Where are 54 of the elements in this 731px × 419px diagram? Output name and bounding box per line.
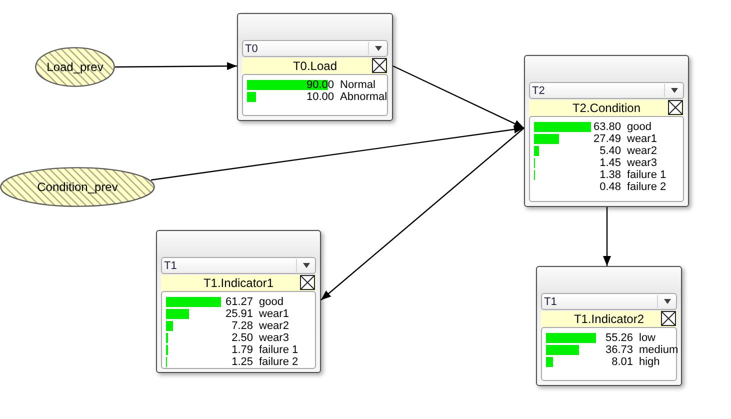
arrow <box>150 125 524 181</box>
dropdown-field: T0 <box>242 40 388 57</box>
probability-value: 1.79 <box>232 344 253 356</box>
node-label: Load_prev <box>46 60 104 74</box>
state-label: good <box>627 121 652 133</box>
state-label: wear3 <box>627 157 657 169</box>
node-window <box>524 55 689 207</box>
probability-value: 1.38 <box>600 169 621 181</box>
state-label: failure 2 <box>627 181 666 193</box>
probability-value: 63.80 <box>593 121 621 133</box>
probability-value: 0.48 <box>600 181 621 193</box>
probability-value: 5.40 <box>600 145 621 157</box>
state-label: wear2 <box>259 320 289 332</box>
state-label: Normal <box>340 79 376 91</box>
arrow <box>392 65 524 129</box>
node-label: Condition_prev <box>37 180 118 194</box>
arrow <box>115 62 237 70</box>
dropdown-field: T1 <box>161 257 316 274</box>
probability-value: 61.27 <box>225 296 253 308</box>
hatched-ellipse <box>35 47 115 87</box>
state-label: medium <box>639 344 678 356</box>
arrow <box>320 128 524 300</box>
probability-value: 27.49 <box>593 133 621 145</box>
probability-value: 2.50 <box>232 332 253 344</box>
node-window <box>237 13 393 121</box>
state-label: wear1 <box>627 133 657 145</box>
probability-value: 1.25 <box>232 356 253 368</box>
probability-value: 8.01 <box>612 356 633 368</box>
state-label: wear3 <box>259 332 289 344</box>
dropdown-field: T2 <box>529 82 684 99</box>
node-window <box>536 266 682 386</box>
node-title: T0.Load <box>292 59 338 73</box>
hatched-ellipse <box>0 167 155 207</box>
probability-value: 7.28 <box>232 320 253 332</box>
state-label: good <box>259 296 284 308</box>
state-label: wear2 <box>627 145 657 157</box>
state-label: high <box>639 356 660 368</box>
state-label: wear1 <box>259 308 289 320</box>
state-label: Abnormal <box>340 91 388 103</box>
state-label: failure 1 <box>627 169 666 181</box>
node-title: T1.Indicator1 <box>203 276 274 290</box>
dropdown-field: T1 <box>541 293 677 310</box>
probability-value: 36.73 <box>605 344 633 356</box>
probability-value: 10.00 <box>306 91 334 103</box>
arrow <box>603 207 611 266</box>
node-window <box>156 230 321 373</box>
state-label: failure 2 <box>259 356 298 368</box>
probability-value: 25.91 <box>225 308 253 320</box>
probability-value: 1.45 <box>600 157 621 169</box>
node-title: T2.Condition <box>572 101 641 115</box>
node-title: T1.Indicator2 <box>574 312 644 326</box>
state-label: low <box>639 332 656 344</box>
state-label: failure 1 <box>259 344 298 356</box>
probability-value: 55.26 <box>605 332 633 344</box>
